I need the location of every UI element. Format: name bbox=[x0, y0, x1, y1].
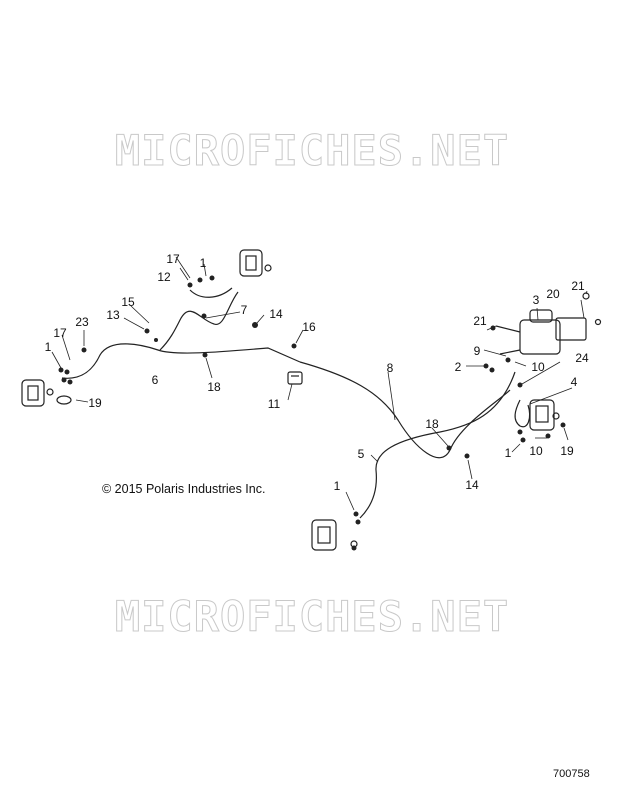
master-cylinder bbox=[495, 292, 602, 355]
callout-9: 9 bbox=[473, 344, 481, 358]
callout-1-bottom: 1 bbox=[333, 479, 341, 493]
bracket-11 bbox=[287, 371, 303, 385]
callout-11: 11 bbox=[267, 397, 281, 411]
callout-1-left: 1 bbox=[44, 340, 52, 354]
callout-5: 5 bbox=[357, 447, 365, 461]
document-number: 700758 bbox=[553, 768, 590, 780]
callout-16: 16 bbox=[302, 320, 316, 334]
callout-10-lower: 10 bbox=[529, 444, 543, 458]
fittings bbox=[58, 275, 566, 551]
callout-8: 8 bbox=[386, 361, 394, 375]
callout-13: 13 bbox=[106, 308, 120, 322]
brake-line-8 bbox=[299, 361, 511, 459]
watermark-top: MICROFICHES.NET bbox=[114, 126, 510, 176]
callout-19-right: 19 bbox=[560, 444, 574, 458]
callout-21-right: 21 bbox=[571, 279, 585, 293]
callout-12: 12 bbox=[157, 270, 171, 284]
callout-2: 2 bbox=[454, 360, 462, 374]
brake-line-upper bbox=[189, 287, 233, 298]
callout-6: 6 bbox=[151, 373, 159, 387]
caliper-left bbox=[21, 379, 54, 407]
brake-line-6 bbox=[61, 343, 301, 379]
callout-17-upper: 17 bbox=[166, 252, 180, 266]
callout-1-right: 1 bbox=[504, 446, 512, 460]
caliper-bottom bbox=[311, 519, 358, 551]
callout-18-right: 18 bbox=[425, 417, 439, 431]
caliper-right bbox=[529, 399, 560, 431]
callout-17-left: 17 bbox=[53, 326, 67, 340]
callout-1-upper: 1 bbox=[199, 256, 207, 270]
callout-15: 15 bbox=[121, 295, 135, 309]
callout-21-left: 21 bbox=[473, 314, 487, 328]
callout-14-bottom: 14 bbox=[465, 478, 479, 492]
callout-7: 7 bbox=[240, 303, 248, 317]
brake-line-7 bbox=[159, 291, 239, 351]
callout-4: 4 bbox=[570, 375, 578, 389]
watermark-bottom: MICROFICHES.NET bbox=[114, 592, 510, 642]
brake-line-4 bbox=[514, 399, 531, 428]
callout-24: 24 bbox=[575, 351, 589, 365]
callout-19-left: 19 bbox=[88, 396, 102, 410]
callout-18-left: 18 bbox=[207, 380, 221, 394]
caliper-top bbox=[239, 249, 272, 277]
fitting-19-left bbox=[56, 395, 72, 405]
callout-10-upper: 10 bbox=[531, 360, 545, 374]
copyright-notice: © 2015 Polaris Industries Inc. bbox=[102, 482, 266, 496]
brake-line-5 bbox=[359, 371, 516, 519]
callout-14-mid: 14 bbox=[269, 307, 283, 321]
leader-lines bbox=[51, 256, 588, 511]
callout-20: 20 bbox=[546, 287, 560, 301]
callout-23: 23 bbox=[75, 315, 89, 329]
callout-3: 3 bbox=[532, 293, 540, 307]
